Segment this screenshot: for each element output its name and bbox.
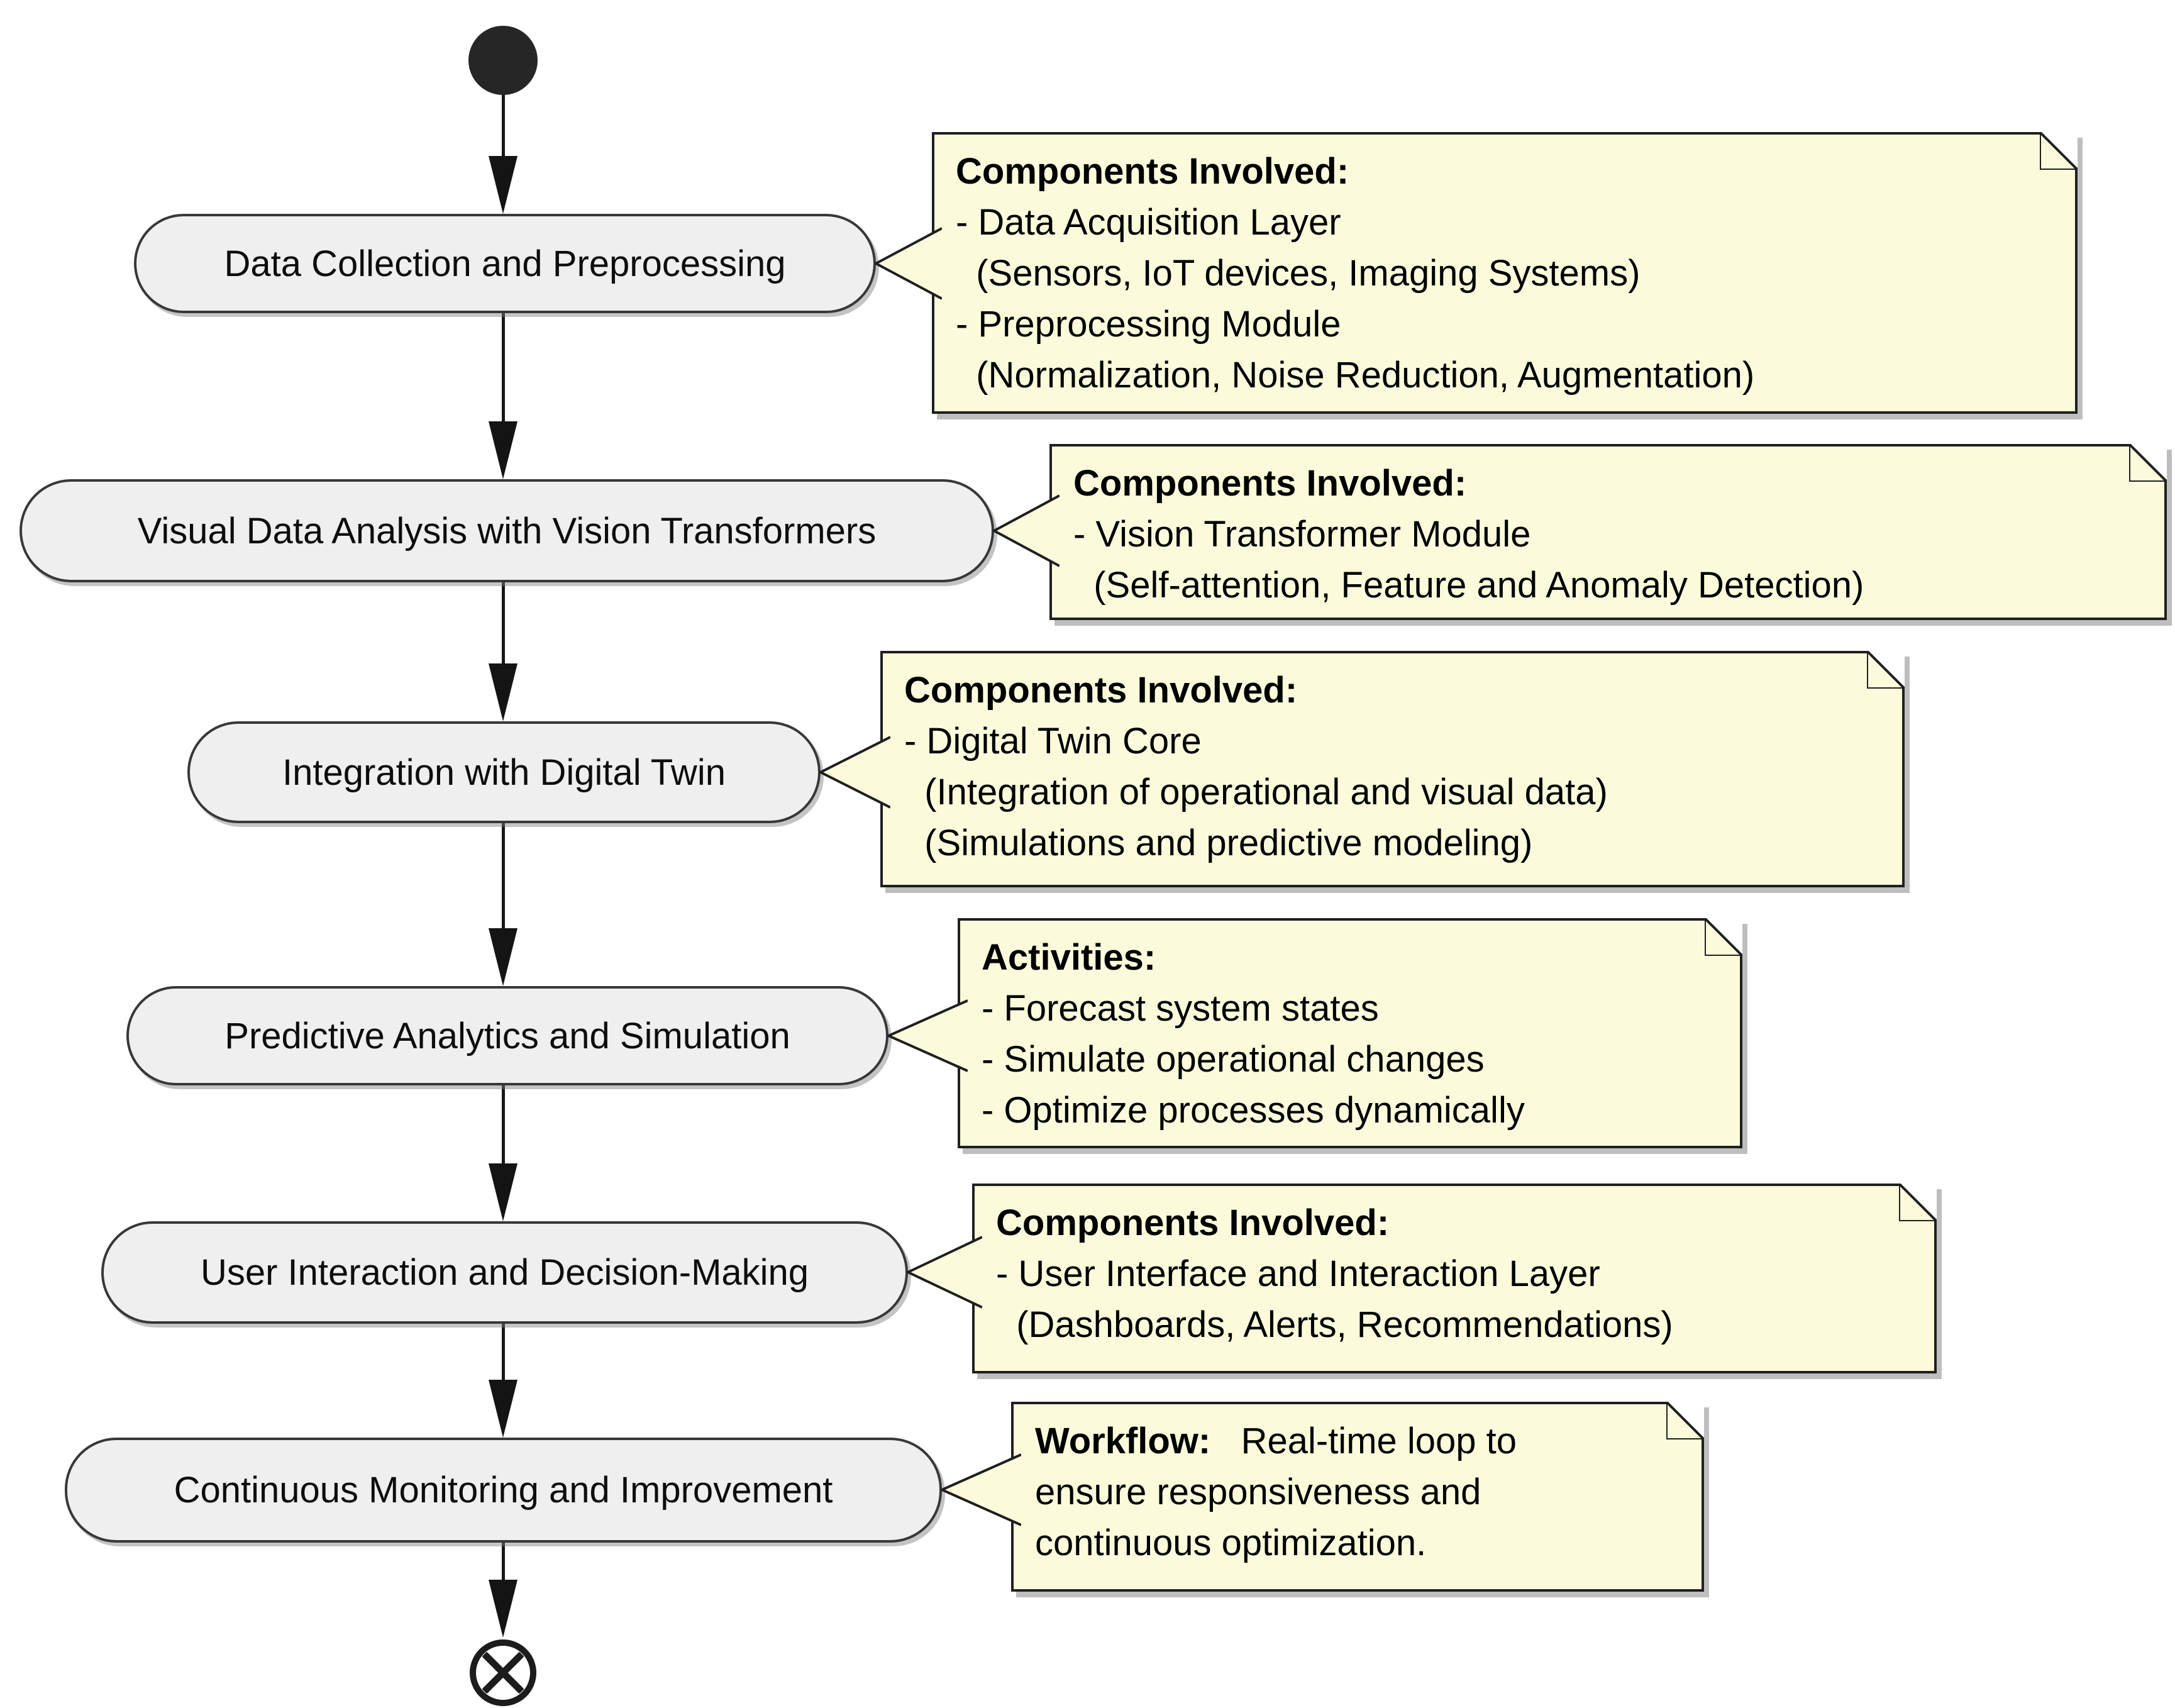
note-line: Workflow: Real-time loop to [1035,1421,1517,1461]
note-line: Activities: [982,937,1156,978]
note-line: Components Involved: [956,151,1349,192]
note-line: (Normalization, Noise Reduction, Augment… [956,355,1755,396]
flow-arrowhead-icon [489,1163,517,1221]
note-pointer [941,1453,1021,1526]
flow-arrow-line [502,94,505,158]
flow-arrow-line [502,313,505,424]
activity-node-user-interaction: User Interaction and Decision-Making [101,1221,908,1324]
note-line: Components Involved: [996,1202,1390,1243]
activity-node-visual-analysis: Visual Data Analysis with Vision Transfo… [19,479,994,582]
activity-label: Predictive Analytics and Simulation [224,1015,790,1056]
note-line: - Data Acquisition Layer [956,202,1341,243]
note-pointer [993,494,1060,567]
start-node [468,26,538,95]
note-fold-icon [1666,1402,1704,1439]
flow-arrowhead-icon [489,156,517,214]
note-line: continuous optimization. [1035,1522,1427,1563]
note-predictive-activities: Activities: - Forecast system states - S… [958,918,1742,1148]
note-pointer [819,736,890,809]
activity-node-data-collection: Data Collection and Preprocessing [134,214,876,313]
note-line: (Sensors, IoT devices, Imaging Systems) [956,253,1641,294]
flow-arrowhead-icon [489,663,517,721]
activity-node-digital-twin-integration: Integration with Digital Twin [187,721,821,823]
flow-arrow-line [502,823,505,931]
note-workflow: Workflow: Real-time loop to ensure respo… [1011,1402,1704,1592]
activity-label: User Interaction and Decision-Making [200,1252,809,1293]
activity-label: Data Collection and Preprocessing [224,243,786,284]
end-node [470,1639,536,1706]
note-pointer [875,227,942,300]
note-pointer [887,999,968,1072]
note-fold-icon [1899,1184,1937,1221]
note-line: (Integration of operational and visual d… [904,772,1608,812]
note-line: (Self-attention, Feature and Anomaly Det… [1073,565,1864,606]
note-line: - User Interface and Interaction Layer [996,1253,1600,1294]
note-line: - Preprocessing Module [956,304,1341,345]
flow-arrowhead-icon [489,928,517,986]
activity-node-continuous-monitoring: Continuous Monitoring and Improvement [65,1438,942,1543]
note-pointer [907,1236,982,1309]
flow-arrow-line [502,1543,505,1582]
note-line: - Digital Twin Core [904,721,1202,762]
note-line: - Forecast system states [982,988,1379,1029]
activity-label: Visual Data Analysis with Vision Transfo… [137,510,877,552]
note-line: Components Involved: [1073,463,1467,504]
activity-node-predictive-analytics: Predictive Analytics and Simulation [126,986,888,1085]
activity-label: Continuous Monitoring and Improvement [174,1470,833,1511]
note-line: ensure responsiveness and [1035,1472,1481,1512]
note-line: (Dashboards, Alerts, Recommendations) [996,1304,1673,1345]
note-line: Components Involved: [904,670,1298,711]
note-fold-icon [1705,918,1742,956]
note-line: - Vision Transformer Module [1073,514,1531,555]
flow-arrowhead-icon [489,1580,517,1638]
flow-arrowhead-icon [489,421,517,479]
note-fold-icon [2129,444,2167,482]
activity-label: Integration with Digital Twin [282,751,726,793]
note-fold-icon [1867,651,1905,689]
note-user-interface: Components Involved: - User Interface an… [972,1184,1937,1373]
note-digital-twin: Components Involved: - Digital Twin Core… [880,651,1905,887]
flow-arrow-line [502,582,505,666]
note-fold-icon [2040,132,2078,170]
flow-arrow-line [502,1085,505,1166]
note-data-collection: Components Involved: - Data Acquisition … [932,132,2078,414]
note-visual-analysis: Components Involved: - Vision Transforme… [1049,444,2167,620]
note-line: - Optimize processes dynamically [982,1090,1525,1131]
note-line: (Simulations and predictive modeling) [904,823,1533,863]
flow-arrowhead-icon [489,1380,517,1438]
flow-arrow-line [502,1324,505,1382]
note-line: - Simulate operational changes [982,1039,1485,1080]
